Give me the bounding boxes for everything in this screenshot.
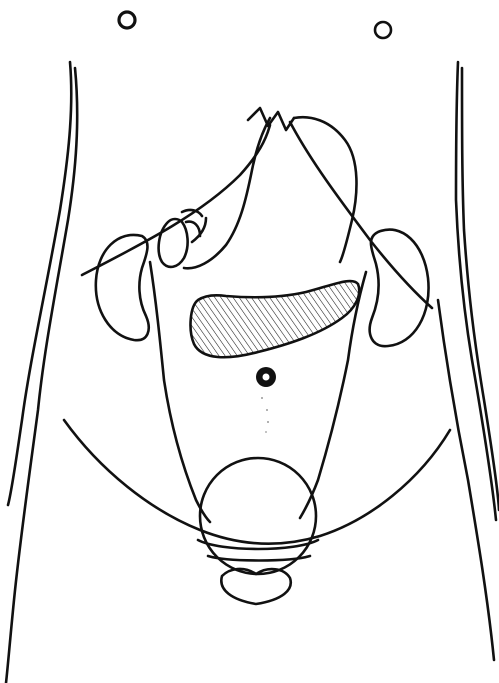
left-marker-circle-icon (119, 12, 135, 28)
stomach-upper-outline (294, 117, 356, 262)
right-marker-circle-icon (375, 22, 391, 38)
right-flank-lower-line (438, 300, 494, 660)
faint-specks (261, 397, 269, 433)
lower-abdominal-arc (64, 420, 450, 544)
left-kidney-outline (96, 235, 149, 340)
umbilicus-center (263, 374, 270, 381)
xiphoid-tip (248, 108, 294, 130)
right-kidney-outline (370, 230, 429, 347)
left-flank-outer-line (8, 62, 71, 505)
bladder-outline (200, 458, 316, 574)
liver-outline (184, 118, 270, 268)
right-flank-inner-line (462, 68, 499, 510)
pubic-band-lower (208, 556, 310, 561)
lower-heart-shape (221, 569, 290, 604)
shaded-organ-region (191, 281, 360, 357)
left-costal-margin (82, 125, 270, 275)
right-costal-margin (290, 122, 432, 308)
